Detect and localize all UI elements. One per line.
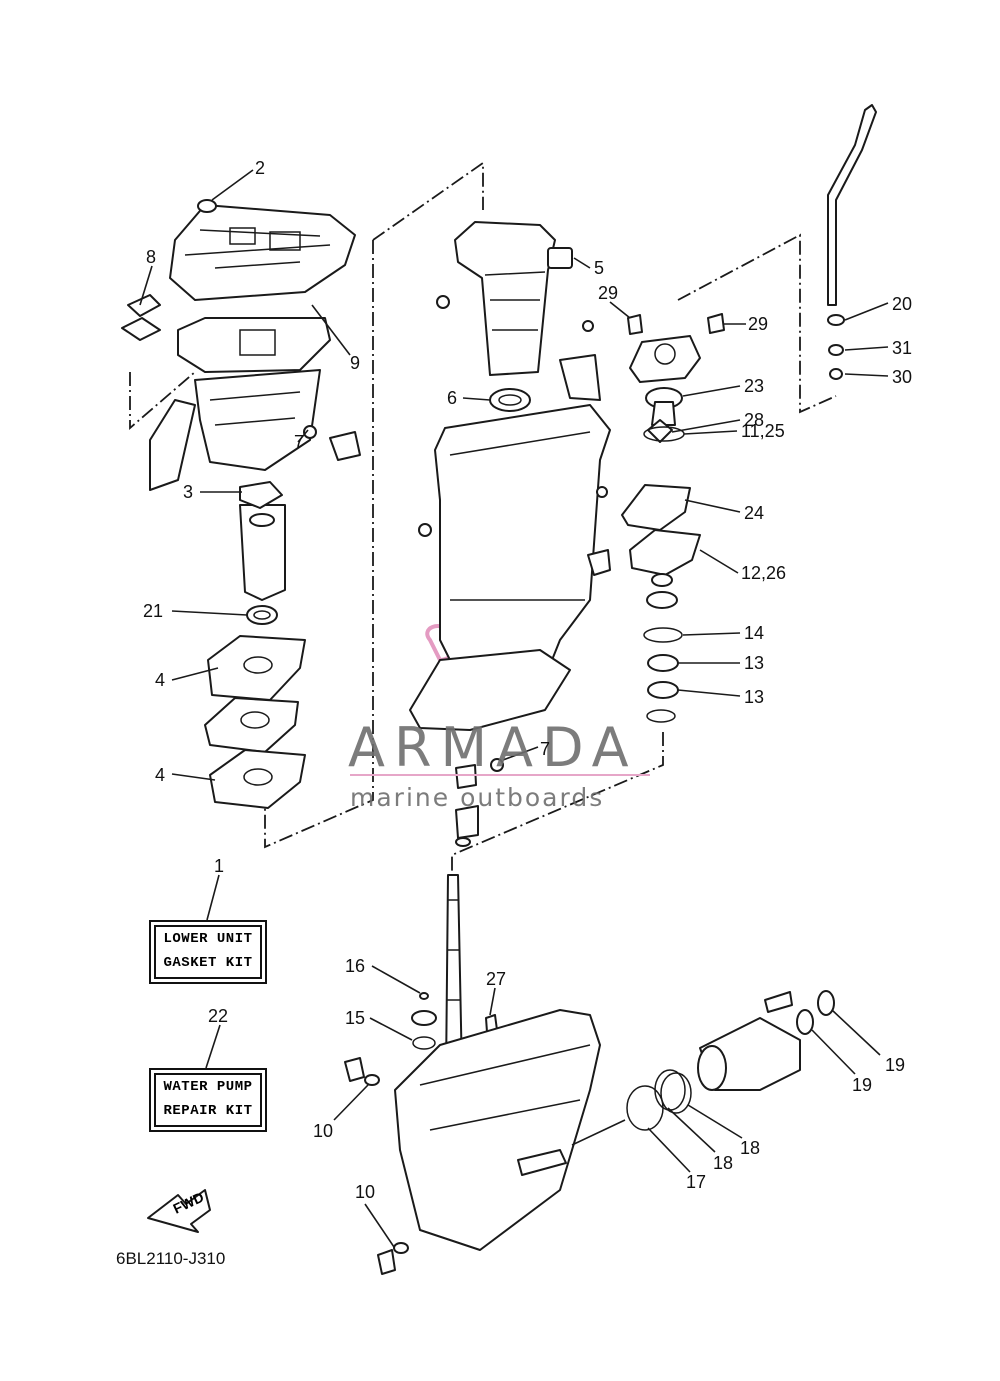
callout-29: 29	[598, 283, 619, 303]
upper-casing-assembly	[409, 221, 611, 847]
water-pump-assembly	[621, 104, 877, 723]
callout-14: 14	[744, 623, 765, 643]
callout-16: 16	[345, 956, 366, 976]
callout-7: 7	[540, 739, 551, 759]
callout-13: 13	[744, 653, 765, 673]
callout-22: 22	[208, 1006, 229, 1026]
diagram-reference-code: 6BL2110-J310	[116, 1249, 226, 1268]
water-pump-repair-kit-box: WATER PUMP REPAIR KIT	[154, 1073, 262, 1127]
callout-31: 31	[892, 338, 913, 358]
callout-5: 5	[594, 258, 605, 278]
watermark-divider	[350, 774, 650, 776]
kit-label-line2: REPAIR KIT	[163, 1103, 253, 1119]
callout-4: 4	[155, 670, 166, 690]
leader-lines	[139, 169, 889, 1248]
callout-28: 28	[744, 410, 765, 430]
callout-19: 19	[852, 1075, 873, 1095]
callout-27: 27	[486, 969, 507, 989]
watermark-tagline: marine outboards	[350, 783, 605, 812]
lower-casing-assembly	[147, 874, 835, 1275]
assembly-guide-lines	[129, 161, 837, 880]
callout-17: 17	[686, 1172, 707, 1192]
callout-8: 8	[146, 247, 157, 267]
kit-label-line1: WATER PUMP	[163, 1079, 253, 1095]
lower-unit-gasket-kit-box: LOWER UNIT GASKET KIT	[154, 925, 262, 979]
callout-12-26: 12,26	[741, 563, 787, 583]
kit-label-line2: GASKET KIT	[163, 955, 253, 971]
callout-10: 10	[313, 1121, 334, 1141]
callout-9: 9	[350, 353, 361, 373]
callout-6: 6	[447, 388, 458, 408]
callout-23: 23	[744, 376, 765, 396]
callout-1: 1	[214, 856, 225, 876]
callout-21: 21	[143, 601, 164, 621]
callout-18: 18	[713, 1153, 734, 1173]
watermark-brand-name: ARMADA	[348, 716, 638, 779]
callout-11-25: 11,25	[741, 421, 785, 441]
callout-2: 2	[255, 158, 266, 178]
exhaust-guide-assembly	[121, 199, 361, 809]
callout-4: 4	[155, 765, 166, 785]
kit-label-line1: LOWER UNIT	[163, 931, 253, 947]
callout-10: 10	[355, 1182, 376, 1202]
callout-20: 20	[892, 294, 913, 314]
callout-30: 30	[892, 367, 913, 387]
callout-15: 15	[345, 1008, 366, 1028]
callout-24: 24	[744, 503, 765, 523]
callout-29: 29	[748, 314, 769, 334]
callout-7: 7	[294, 432, 305, 452]
callout-3: 3	[183, 482, 194, 502]
callout-19: 19	[885, 1055, 906, 1075]
callout-13: 13	[744, 687, 765, 707]
callout-18: 18	[740, 1138, 761, 1158]
